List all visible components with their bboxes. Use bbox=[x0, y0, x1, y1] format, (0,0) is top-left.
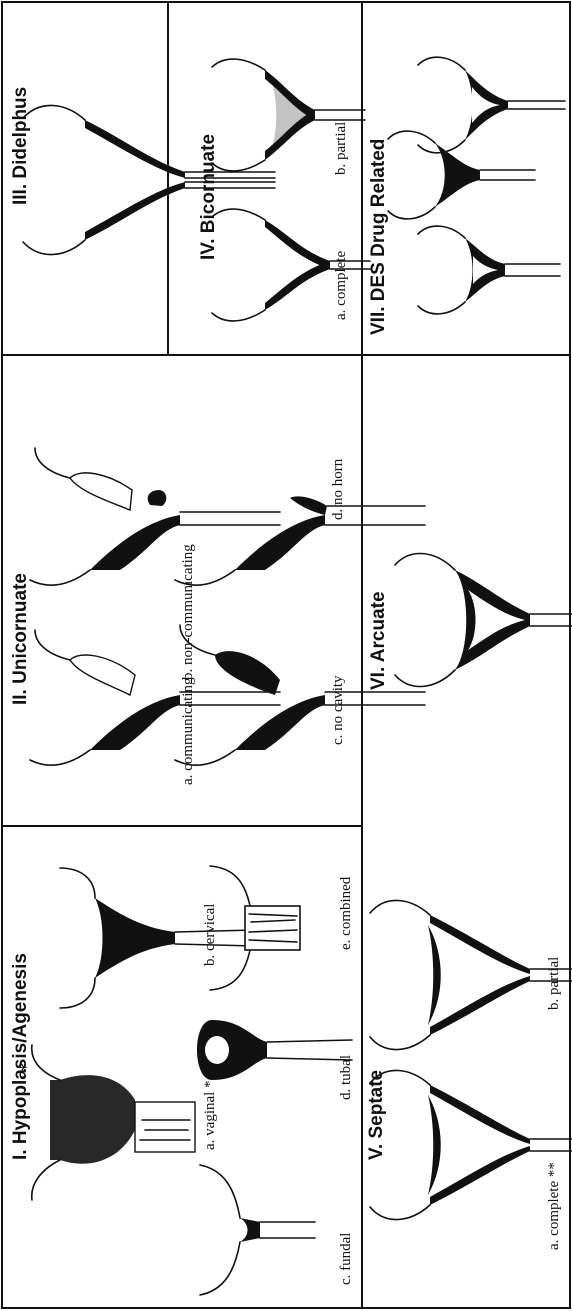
diagram-v-b-partial bbox=[370, 900, 572, 1049]
caption-iv-b: b. partial bbox=[333, 122, 349, 175]
caption-v-a: a. complete ** bbox=[546, 1162, 562, 1250]
caption-i-a: a. vaginal * bbox=[202, 1080, 218, 1150]
section-v-title: V. Septate bbox=[366, 1070, 387, 1160]
caption-ii-d: d. no horn bbox=[330, 458, 346, 520]
section-iv-bicornuate: IV. Bicornuate a. complete b. partial bbox=[198, 59, 370, 321]
section-iii-title: III. Didelphus bbox=[10, 87, 31, 205]
section-vii-title: VII. DES Drug Related bbox=[368, 139, 389, 335]
diagram-iii-didelphus bbox=[23, 105, 275, 254]
section-vii-des-drug-related: VII. DES Drug Related bbox=[368, 57, 565, 335]
diagram-ii-d-no-horn bbox=[175, 496, 425, 585]
section-ii-title: II. Unicornuate bbox=[10, 573, 31, 705]
diagram-vii-b bbox=[388, 131, 535, 219]
caption-ii-b: b. non-communicating bbox=[180, 544, 196, 680]
caption-ii-a: a. communicating bbox=[180, 677, 196, 785]
section-v-septate: V. Septate a. complete ** b. partial bbox=[366, 900, 572, 1250]
diagram-i-d-tubal bbox=[197, 1020, 352, 1080]
caption-i-d: d. tubal bbox=[338, 1055, 354, 1100]
diagram-vii-a bbox=[418, 57, 565, 153]
caption-v-b: b. partial bbox=[546, 957, 562, 1010]
diagram-i-c-fundal bbox=[200, 1165, 315, 1295]
section-iv-title: IV. Bicornuate bbox=[198, 134, 219, 260]
diagram-i-e-combined bbox=[210, 866, 300, 990]
svg-text:*: * bbox=[16, 1063, 36, 1072]
diagram-vi-arcuate bbox=[395, 554, 572, 687]
section-i-hypoplasia-agenesis: I. Hypoplasis/Agenesis * a. vaginal * b.… bbox=[10, 866, 354, 1295]
diagram-vii-c bbox=[418, 226, 560, 314]
caption-ii-c: c. no cavity bbox=[330, 675, 346, 745]
caption-i-e: e. combined bbox=[338, 876, 354, 950]
diagram-v-a-complete bbox=[370, 1070, 572, 1219]
section-vi-arcuate: VI. Arcuate bbox=[368, 554, 572, 690]
section-i-title: I. Hypoplasis/Agenesis bbox=[10, 953, 31, 1160]
caption-i-b: b. cervical bbox=[202, 904, 218, 966]
caption-i-c: c. fundal bbox=[338, 1233, 354, 1285]
diagram-i-a-vaginal: * bbox=[16, 1045, 195, 1200]
section-vi-title: VI. Arcuate bbox=[368, 591, 389, 690]
caption-iv-a: a. complete bbox=[333, 251, 349, 320]
